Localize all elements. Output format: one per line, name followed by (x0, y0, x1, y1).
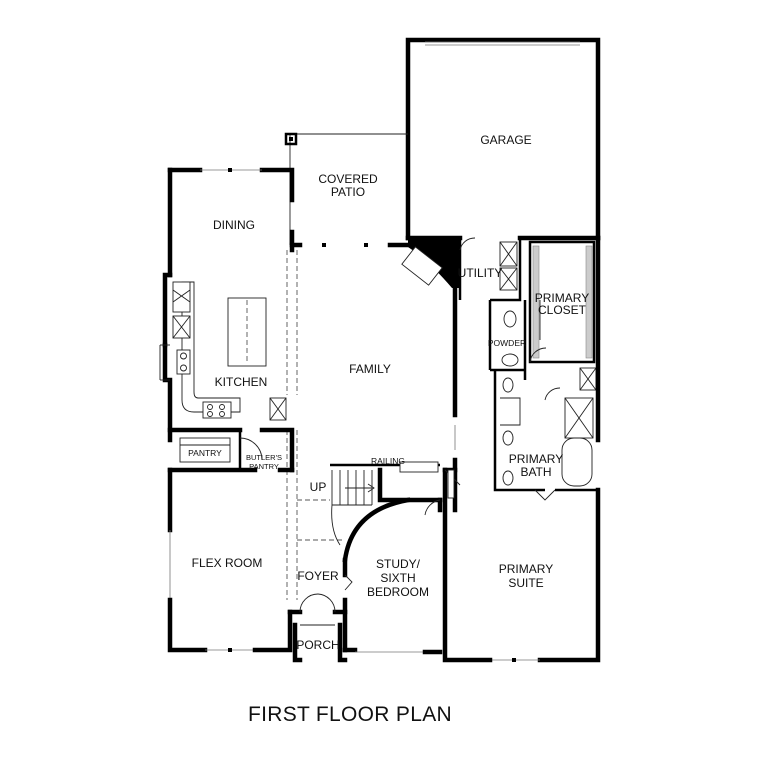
label-study-1: STUDY/ (376, 557, 421, 571)
label-foyer: FOYER (297, 569, 339, 583)
foyer-study-walls (287, 497, 443, 663)
label-primary-suite-2: SUITE (508, 576, 543, 590)
utility-powder-walls (458, 237, 598, 492)
label-porch: PORCH (296, 638, 339, 652)
label-pantry: PANTRY (188, 448, 222, 458)
label-flex-room: FLEX ROOM (192, 556, 263, 570)
label-covered-patio-2: PATIO (331, 185, 365, 199)
label-study-2: SIXTH (380, 571, 415, 585)
pantry-walls (167, 427, 295, 473)
label-butlers-pantry-1: BUTLER'S (246, 453, 282, 462)
label-up: UP (310, 480, 327, 494)
open-plan-dashes (286, 250, 345, 600)
label-study-3: BEDROOM (367, 585, 429, 599)
primary-closet (528, 240, 596, 364)
label-primary-suite-1: PRIMARY (499, 562, 553, 576)
label-utility: UTILITY (458, 266, 503, 280)
label-covered-patio-1: COVERED (318, 172, 378, 186)
label-primary-closet-2: CLOSET (538, 303, 587, 317)
label-dining: DINING (213, 218, 255, 232)
label-butlers-pantry-2: PANTRY (249, 462, 279, 471)
label-garage: GARAGE (480, 133, 531, 147)
family-walls (289, 238, 460, 513)
plan-title: FIRST FLOOR PLAN (248, 703, 452, 726)
room-labels: GARAGE COVERED PATIO DINING UTILITY PRIM… (188, 133, 589, 652)
label-powder: POWDER (488, 338, 526, 348)
label-kitchen: KITCHEN (215, 375, 268, 389)
label-primary-bath-2: BATH (520, 465, 551, 479)
label-railing: RAILING (371, 456, 405, 466)
primary-suite-walls (442, 235, 601, 663)
staircase (330, 461, 443, 563)
label-primary-bath-1: PRIMARY (509, 452, 563, 466)
label-family: FAMILY (349, 362, 391, 376)
kitchen-fixtures (172, 281, 287, 421)
label-primary-closet-1: PRIMARY (535, 291, 589, 305)
